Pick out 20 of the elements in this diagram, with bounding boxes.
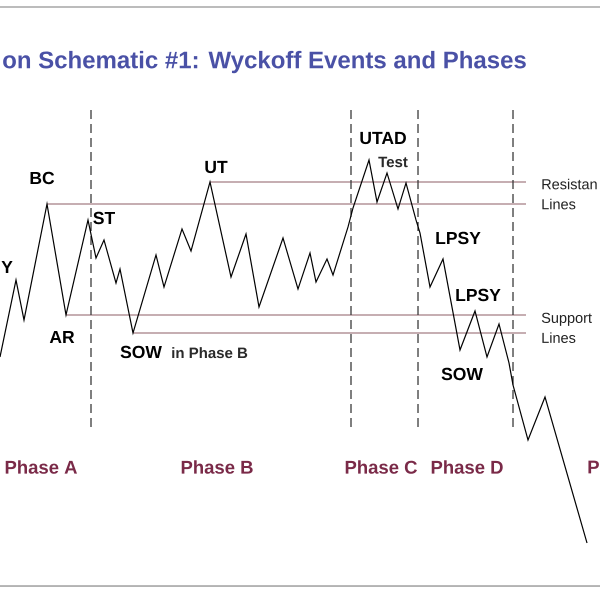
event-label: Y <box>2 260 13 274</box>
line-label: Resistan Lines <box>542 178 597 210</box>
event-label: LPSY <box>456 288 501 302</box>
phase-label: P <box>588 460 599 474</box>
phase-label: Phase C <box>346 460 417 474</box>
event-note: in Phase B <box>172 347 248 358</box>
event-label: BC <box>30 172 54 184</box>
event-label: UTAD <box>360 132 406 144</box>
event-label: AR <box>50 330 74 344</box>
event-label: UT <box>205 160 228 174</box>
line-label: Support Lines <box>542 312 592 343</box>
phase-label: Phase D <box>432 460 503 474</box>
event-label: SOW <box>120 346 162 358</box>
title: on Schematic #1: Wyckoff Events and Phases <box>3 50 526 74</box>
event-label: LPSY <box>436 232 481 244</box>
event-note: Test <box>378 156 408 168</box>
event-label: ST <box>93 212 115 224</box>
event-label: SOW <box>442 368 483 380</box>
phase-label: Phase A <box>6 460 77 474</box>
phase-label: Phase B <box>182 460 253 474</box>
